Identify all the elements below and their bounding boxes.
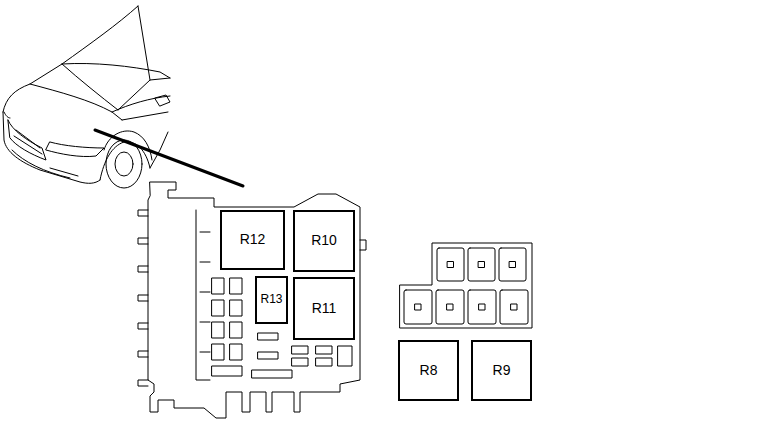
relay-label: R12 bbox=[240, 232, 266, 247]
relay-block-outline-part-part bbox=[511, 304, 517, 310]
relay-block-outline-part bbox=[404, 248, 528, 324]
car-illustration-part bbox=[118, 78, 170, 110]
relay-label: R8 bbox=[420, 363, 438, 378]
fuse-box-outline-part-part bbox=[212, 278, 224, 294]
fuse-box-outline-part-part bbox=[138, 323, 148, 329]
relay-block-outline-part-part bbox=[436, 290, 464, 324]
fuse-box-outline-part-part bbox=[138, 351, 148, 357]
fuse-box-outline-part-part bbox=[230, 278, 242, 294]
car-illustration-part bbox=[62, 64, 118, 110]
relay-block-outline-part-part bbox=[510, 262, 516, 268]
car-illustration-part bbox=[122, 112, 168, 120]
fuse-box-outline-part bbox=[138, 210, 148, 386]
relay-block-outline-part-part bbox=[500, 290, 528, 324]
fuse-box-outline-part-part bbox=[258, 333, 278, 340]
fuse-box-outline-part-part bbox=[292, 346, 308, 354]
relay-box: R8 bbox=[398, 340, 459, 401]
relay-label: R9 bbox=[493, 363, 511, 378]
fuse-box-outline-part bbox=[196, 210, 210, 380]
relay-block-outline-part-part bbox=[448, 262, 454, 268]
leader-line-part bbox=[95, 130, 243, 186]
fuse-box-outline-part-part bbox=[138, 295, 148, 301]
relay-block-outline-part bbox=[400, 243, 532, 328]
relay-block-outline-part-part bbox=[468, 290, 496, 324]
car-illustration-part bbox=[112, 96, 170, 112]
car-illustration-part bbox=[3, 6, 138, 112]
fuse-box-outline-part bbox=[148, 182, 360, 418]
fuse-box-outline-part-part bbox=[230, 322, 242, 338]
relay-box: R13 bbox=[255, 276, 288, 324]
fuse-box-outline-part-part bbox=[212, 344, 224, 360]
car-illustration-part bbox=[155, 95, 170, 106]
relay-label: R10 bbox=[311, 233, 337, 248]
car-illustration bbox=[3, 6, 170, 188]
fuse-box-outline-part bbox=[200, 232, 210, 352]
fuse-box-outline-part-part bbox=[212, 322, 224, 338]
fuse-box-outline-part-part bbox=[212, 300, 224, 316]
car-illustration-part bbox=[12, 150, 70, 178]
car-illustration-part bbox=[62, 63, 170, 78]
fuse-box-outline-part-part bbox=[230, 344, 242, 360]
fuse-box-outline-part-part bbox=[316, 358, 332, 366]
relay-box: R10 bbox=[293, 210, 355, 272]
relay-block-outline-part-part bbox=[437, 248, 464, 281]
relay-block-outline-part-part bbox=[404, 290, 432, 324]
car-illustration-part bbox=[8, 120, 46, 160]
relay-label: R13 bbox=[260, 293, 282, 306]
fuse-box-outline-part-part bbox=[138, 380, 148, 386]
fuse-box-outline-part-part bbox=[292, 358, 308, 366]
car-illustration-part bbox=[50, 168, 78, 176]
relay-box: R12 bbox=[220, 210, 285, 270]
car-illustration-part bbox=[14, 130, 42, 154]
fuse-box-outline-part bbox=[360, 240, 366, 250]
car-illustration-part bbox=[138, 6, 150, 80]
fuse-box-outline-part-part bbox=[138, 210, 148, 216]
relay-block-outline bbox=[400, 243, 532, 328]
relay-label: R11 bbox=[312, 301, 337, 316]
relay-block-outline-part-part bbox=[468, 248, 495, 281]
relay-block-outline-part-part bbox=[415, 304, 421, 310]
relay-block-outline-part-part bbox=[499, 248, 526, 281]
relay-block-outline-part-part bbox=[479, 262, 485, 268]
relay-box: R11 bbox=[293, 277, 355, 340]
car-illustration-part bbox=[115, 152, 133, 176]
car-illustration-part bbox=[150, 132, 168, 168]
fuse-box-outline-part-part bbox=[316, 346, 332, 354]
relay-block-outline-part-part bbox=[447, 304, 453, 310]
fuse-box-outline-part-part bbox=[258, 352, 278, 359]
fuse-box-outline-part-part bbox=[138, 238, 148, 244]
car-illustration-part bbox=[46, 142, 104, 157]
fuse-box-outline-part-part bbox=[338, 346, 352, 366]
fuse-box-outline-part-part bbox=[230, 300, 242, 316]
relay-block-outline-part-part bbox=[479, 304, 485, 310]
fuse-box-outline-part-part bbox=[212, 366, 242, 376]
leader-line bbox=[95, 130, 243, 186]
relay-box: R9 bbox=[471, 340, 532, 401]
fuse-box-outline-part-part bbox=[138, 266, 148, 272]
car-illustration-part bbox=[4, 112, 10, 118]
fuse-box-outline bbox=[138, 182, 366, 418]
fuse-box-outline-part-part bbox=[252, 370, 292, 378]
